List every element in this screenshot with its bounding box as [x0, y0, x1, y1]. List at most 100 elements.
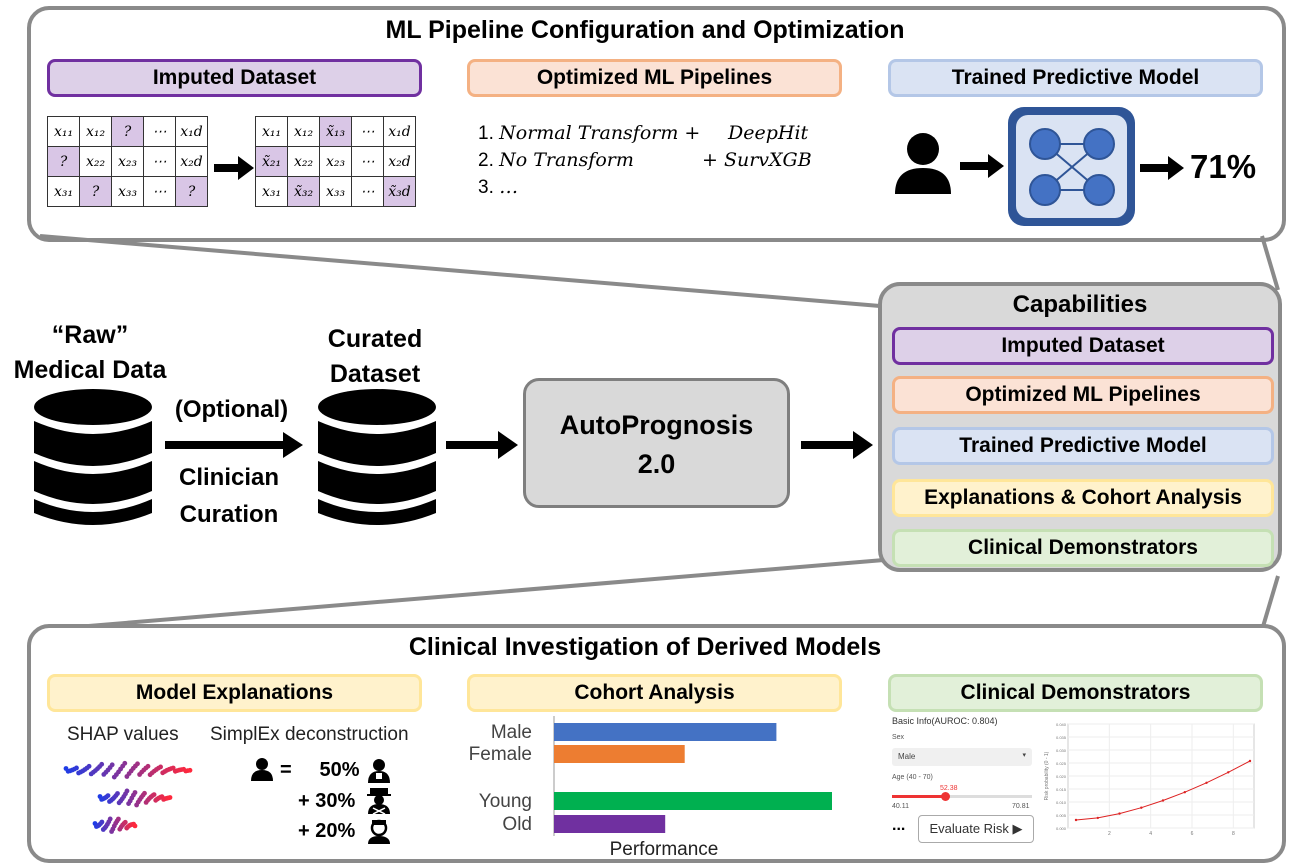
matrix-cell: x₂₂ — [79, 146, 112, 177]
shap-point — [124, 788, 130, 794]
optional-label: (Optional) — [174, 396, 289, 423]
matrix-cell: x₃₁ — [255, 176, 288, 207]
cohort-xlabel: Performance — [610, 839, 719, 860]
risk-point — [1074, 818, 1078, 822]
demo-age-value: 52.38 — [940, 785, 958, 792]
simplex-label: SimplEx deconstruction — [210, 724, 409, 745]
risk-point — [1118, 812, 1121, 815]
shap-point — [99, 761, 105, 767]
imputed-dataset-header: Imputed Dataset — [47, 59, 422, 97]
matrix-cell: x₃₃ — [319, 176, 352, 207]
risk-point — [1248, 759, 1252, 763]
demo-age-slider-fill — [892, 795, 946, 798]
shap-point — [107, 816, 113, 822]
shap-point — [132, 790, 138, 795]
shap-point — [167, 795, 173, 800]
matrix-cell: x₁₁ — [255, 116, 288, 147]
risk-ytick: 0.025 — [1056, 761, 1067, 766]
cohort-label: Female — [469, 744, 532, 765]
shap-point — [142, 790, 147, 796]
raw-data-label: “Raw”Medical Data — [13, 321, 167, 384]
cohort-bar — [554, 745, 685, 763]
shap-point — [132, 823, 138, 829]
pipeline-number: 2. — [478, 150, 500, 171]
doctor-icon — [368, 759, 390, 783]
neural-network-icon — [1008, 107, 1135, 226]
cohort-bar — [554, 815, 666, 833]
raw-database-icon — [34, 389, 152, 525]
risk-curve-plot: 0.0400.0350.0300.0250.0200.0150.0100.005… — [1044, 722, 1255, 837]
arrow-to-autoprognosis — [446, 431, 518, 459]
capabilities-title: Capabilities — [1012, 291, 1148, 318]
curated-database-icon — [318, 389, 436, 525]
optimized-pipelines-header: Optimized ML Pipelines — [467, 59, 842, 97]
matrix-cell: ⋯ — [143, 176, 176, 207]
matrix-cell: x₁d — [175, 116, 208, 147]
risk-ylabel: Risk probability (0 - 1) — [1044, 751, 1050, 800]
risk-ytick: 0.010 — [1056, 800, 1067, 805]
shap-point — [115, 791, 120, 796]
patient-icon — [895, 133, 951, 194]
arrow-to-capabilities — [801, 431, 873, 459]
risk-point — [1205, 781, 1208, 784]
trained-model-header: Trained Predictive Model — [888, 59, 1263, 97]
imputation-arrow — [214, 156, 254, 180]
cohort-label: Male — [491, 722, 532, 743]
capability-imputed: Imputed Dataset — [892, 327, 1274, 365]
risk-point — [1161, 799, 1165, 802]
risk-xtick: 4 — [1149, 831, 1152, 837]
shap-point — [145, 763, 151, 769]
shap-point — [109, 762, 115, 768]
matrix-cell: ⋯ — [143, 146, 176, 177]
demo-basic-info: Basic Info(AUROC: 0.804) — [892, 716, 998, 726]
matrix-cell: x₃₃ — [111, 176, 144, 207]
risk-point — [1096, 816, 1099, 820]
risk-point — [1183, 791, 1186, 794]
nurse-icon — [368, 819, 390, 844]
pipeline-row: 2. No Transform+ SurvXGB — [478, 149, 848, 176]
capability-pipelines: Optimized ML Pipelines — [892, 376, 1274, 414]
demo-age-slider-thumb[interactable] — [941, 792, 951, 801]
matrix-row: x₃₁?x₃₃⋯? — [47, 176, 208, 207]
capability-model: Trained Predictive Model — [892, 427, 1274, 465]
capability-explanations: Explanations & Cohort Analysis — [892, 479, 1274, 517]
shap-label: SHAP values — [67, 724, 179, 745]
shap-point — [151, 792, 157, 797]
risk-ytick: 0.015 — [1056, 787, 1067, 792]
clinical-investigation-title: Clinical Investigation of Derived Models — [408, 633, 882, 661]
shap-point — [187, 767, 193, 773]
risk-ytick: 0.005 — [1056, 813, 1067, 818]
risk-xtick: 8 — [1232, 831, 1235, 837]
pipeline-model: DeepHit — [728, 122, 809, 144]
cohort-label: Old — [502, 814, 532, 835]
pipeline-transform: Normal Transform + — [499, 122, 701, 144]
pipeline-number: 3. — [478, 177, 500, 198]
simplex-row-1: = 50% — [280, 759, 360, 781]
risk-ytick: 0.000 — [1056, 826, 1067, 831]
risk-xtick: 2 — [1108, 831, 1111, 837]
demo-age-slider[interactable] — [892, 792, 1032, 801]
demo-sex-select[interactable]: Male ▾ — [892, 748, 1032, 766]
prediction-value: 71% — [1190, 148, 1257, 185]
shap-point — [86, 763, 92, 769]
risk-point — [1227, 771, 1230, 774]
matrix-cell: x̃₃₂ — [287, 176, 320, 207]
arrow-to-output-icon — [1140, 156, 1184, 180]
demo-age-label: Age (40 - 70) — [892, 774, 933, 781]
pipeline-transform: No Transform — [499, 149, 634, 171]
model-explanations-header: Model Explanations — [47, 674, 422, 712]
risk-ytick: 0.035 — [1056, 735, 1067, 740]
pipeline-row: 3. … — [478, 176, 848, 203]
simplex-row-3: + 20% — [298, 820, 356, 842]
evaluate-risk-button[interactable]: Evaluate Risk ▶ — [918, 815, 1034, 843]
